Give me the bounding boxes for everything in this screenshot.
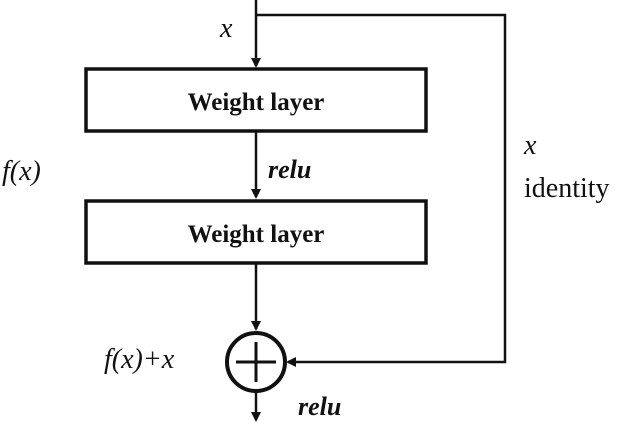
sum-label: f(x)+x <box>104 344 175 375</box>
weight-layer-2-label: Weight layer <box>188 221 325 248</box>
weight-layer-1-label: Weight layer <box>188 89 325 116</box>
activation-1-label: relu <box>268 155 311 184</box>
output-activation-label: relu <box>298 392 341 421</box>
residual-function-label: f(x) <box>2 156 41 187</box>
shortcut-label: x <box>523 130 537 161</box>
identity-shortcut <box>256 13 507 367</box>
weight-layer-2 <box>84 199 428 265</box>
shortcut-sublabel: identity <box>524 173 610 204</box>
input-label: x <box>219 13 233 44</box>
